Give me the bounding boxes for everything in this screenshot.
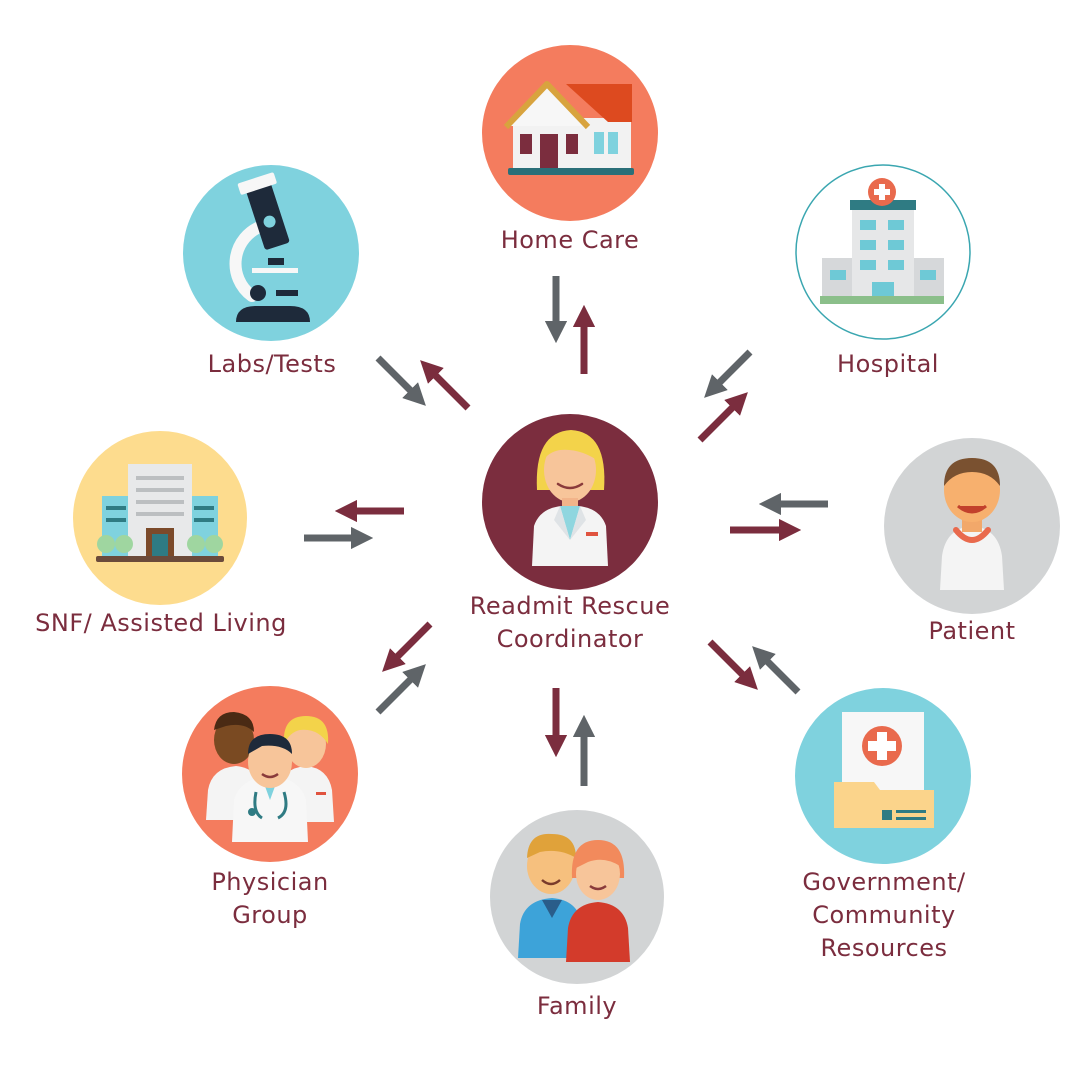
family-label: Family bbox=[477, 990, 677, 1023]
coordinator-line2: Coordinator bbox=[496, 625, 644, 653]
snf-text: SNF/ Assisted Living bbox=[35, 609, 287, 637]
snf-label: SNF/ Assisted Living bbox=[8, 607, 314, 640]
labs-text: Labs/Tests bbox=[207, 350, 337, 378]
coordinator-line1: Readmit Rescue bbox=[469, 592, 671, 620]
coordinator-label: Readmit Rescue Coordinator bbox=[430, 590, 710, 656]
coordinator-icon bbox=[482, 414, 658, 590]
arrow-to-coordinator-physician bbox=[375, 664, 426, 715]
house-icon bbox=[482, 45, 658, 221]
patient-text: Patient bbox=[928, 617, 1016, 645]
physician-label: Physician Group bbox=[170, 866, 370, 932]
arrow-from-coordinator-labs bbox=[420, 360, 471, 411]
arrow-from-coordinator-government bbox=[707, 639, 758, 690]
government-line2: Community bbox=[812, 901, 956, 929]
doctors-icon bbox=[182, 686, 358, 862]
government-label: Government/ Community Resources bbox=[764, 866, 1004, 965]
arrow-from-coordinator-hospital bbox=[697, 392, 748, 443]
government-line1: Government/ bbox=[802, 868, 966, 896]
arrow-to-coordinator-hospital bbox=[704, 349, 753, 398]
physician-line1: Physician bbox=[211, 868, 329, 896]
hospital-building-icon bbox=[795, 164, 971, 340]
medical-folder-icon bbox=[795, 688, 971, 864]
arrow-to-coordinator-labs bbox=[375, 355, 426, 406]
hospital-text: Hospital bbox=[837, 350, 939, 378]
home-care-text: Home Care bbox=[500, 226, 640, 254]
arrows bbox=[304, 276, 828, 786]
family-icon bbox=[490, 810, 664, 984]
family-text: Family bbox=[536, 992, 618, 1020]
home-care-label: Home Care bbox=[470, 224, 670, 257]
labs-label: Labs/Tests bbox=[172, 348, 372, 381]
hospital-label: Hospital bbox=[788, 348, 988, 381]
patient-label: Patient bbox=[872, 615, 1072, 648]
government-line3: Resources bbox=[820, 934, 948, 962]
arrow-to-coordinator-government bbox=[752, 646, 801, 695]
arrow-from-coordinator-physician bbox=[382, 621, 433, 672]
microscope-icon bbox=[183, 165, 359, 341]
apartment-building-icon bbox=[73, 431, 247, 605]
patient-icon bbox=[884, 438, 1060, 614]
physician-line2: Group bbox=[232, 901, 308, 929]
